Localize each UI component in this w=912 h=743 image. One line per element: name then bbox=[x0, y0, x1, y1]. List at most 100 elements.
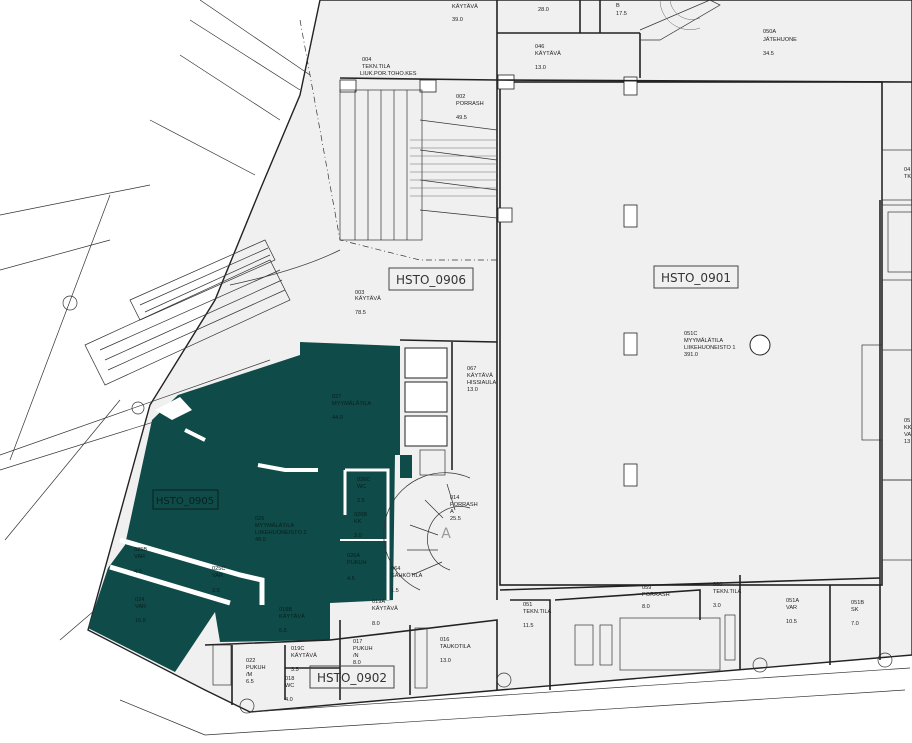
room-number: 05 bbox=[904, 418, 910, 424]
room-area: 13.0 bbox=[467, 387, 478, 393]
room-number: 046 bbox=[535, 44, 544, 50]
room-area: 3.0 bbox=[713, 603, 721, 609]
room-area: 10.5 bbox=[786, 619, 797, 625]
shaft bbox=[419, 449, 446, 476]
room-area: 44.0 bbox=[332, 415, 343, 421]
room-area: 6.5 bbox=[246, 679, 254, 685]
highlighted-unit-hsto-0905[interactable] bbox=[88, 342, 412, 672]
room-labels: KÄYTÄVÄ 39.0 28.0 B 17.5 050A JÄTEHUONE … bbox=[246, 3, 912, 703]
room-area: 8.0 bbox=[642, 604, 650, 610]
zone-tag-hsto-0905[interactable]: HSTO_0905 bbox=[152, 489, 219, 510]
room-area: 13.0 bbox=[535, 65, 546, 71]
room-area: 11.5 bbox=[523, 623, 533, 629]
room-name: B bbox=[616, 3, 620, 9]
left-stairs[interactable] bbox=[84, 239, 291, 386]
room-area: 3.5 bbox=[212, 588, 220, 594]
zone-tag-hsto-0902[interactable]: HSTO_0902 bbox=[309, 665, 395, 689]
escalators[interactable] bbox=[339, 89, 498, 241]
room-area: 6.5 bbox=[279, 628, 287, 634]
room-name: /N bbox=[353, 653, 359, 659]
room-area: 3.5 bbox=[291, 667, 299, 673]
room-number: 04 bbox=[904, 167, 910, 173]
room-name: VAR bbox=[134, 554, 145, 560]
room-number: 026A bbox=[347, 553, 360, 559]
room-number: 067 bbox=[467, 366, 476, 372]
room-name: MYYMÄLÄTILA bbox=[684, 337, 723, 344]
room-name: PUKUH bbox=[246, 665, 266, 671]
room-number: 051A bbox=[786, 598, 799, 604]
escalator-treads bbox=[410, 139, 497, 197]
room-area: 17.5 bbox=[616, 11, 627, 17]
room-area: 391.0 bbox=[684, 352, 698, 358]
room-name: KÄYTÄVÄ bbox=[355, 295, 381, 302]
zone-label: HSTO_0901 bbox=[661, 271, 731, 285]
room-area: 16.5 bbox=[135, 618, 146, 624]
room-name: MYYMÄLÄTILA bbox=[255, 522, 294, 529]
room-name: WC bbox=[357, 484, 366, 490]
room-number: 050A bbox=[763, 29, 776, 35]
room-name: KÄYTÄVÄ bbox=[452, 3, 478, 10]
room-area: 8.0 bbox=[372, 621, 380, 627]
room-area: 25.5 bbox=[450, 516, 461, 522]
elevators[interactable] bbox=[404, 347, 448, 447]
room-number: 002 bbox=[456, 94, 465, 100]
bottom-fixtures bbox=[212, 614, 736, 689]
room-area: 4.0 bbox=[285, 697, 293, 703]
room-number: 019B bbox=[279, 607, 292, 613]
room-051c-outline bbox=[499, 81, 883, 586]
room-name: JÄTEHUONE bbox=[763, 36, 797, 43]
room-name: KÄYTÄVÄ bbox=[279, 613, 305, 620]
walls-bottom bbox=[204, 589, 701, 705]
room-area: 8.0 bbox=[353, 660, 361, 666]
room-name: KK bbox=[354, 519, 362, 525]
room-name: HISSIAULA bbox=[467, 380, 496, 386]
spiral-stair-a[interactable] bbox=[383, 472, 471, 591]
round-column bbox=[749, 334, 771, 356]
teal-room-labels: 027 MYYMÄLÄTILA 44.0 026 MYYMÄLÄTILA LII… bbox=[134, 394, 371, 634]
room-number: 018 bbox=[285, 676, 294, 682]
room-name: /M bbox=[246, 672, 253, 678]
room-name: TAUKOTILA bbox=[440, 644, 471, 650]
room-name: VA bbox=[904, 432, 911, 438]
room-area: 78.5 bbox=[355, 310, 366, 316]
room-name: VAR bbox=[135, 604, 146, 610]
zone-tag-hsto-0901[interactable]: HSTO_0901 bbox=[653, 265, 739, 289]
corridor-dash bbox=[299, 19, 497, 261]
room-name: TEKN.TILA bbox=[523, 609, 552, 615]
room-area: 3.0 bbox=[354, 533, 362, 539]
room-number: 025C bbox=[212, 566, 225, 572]
zone-tag-hsto-0906[interactable]: HSTO_0906 bbox=[388, 267, 474, 291]
room-number: 016 bbox=[440, 637, 449, 643]
room-number: 027 bbox=[332, 394, 341, 400]
room-number: 026B bbox=[354, 512, 367, 518]
zone-label: HSTO_0906 bbox=[396, 273, 466, 287]
room-area: 4.0 bbox=[134, 569, 142, 575]
zone-label: HSTO_0905 bbox=[156, 496, 214, 507]
room-area: 39.0 bbox=[452, 17, 463, 23]
room-area: 7.0 bbox=[851, 621, 859, 627]
room-name: TEKN.TILA bbox=[362, 64, 391, 70]
room-number: 060 bbox=[713, 582, 722, 588]
room-name: TK bbox=[904, 174, 911, 180]
room-number: 022 bbox=[246, 658, 255, 664]
walls-top bbox=[339, 0, 912, 670]
room-area: 2.5 bbox=[357, 498, 365, 504]
room-number: 051 bbox=[523, 602, 532, 608]
stair-letter: A bbox=[441, 526, 451, 542]
room-name: TEKN.TILA bbox=[713, 589, 742, 595]
room-name: MYYMÄLÄTILA bbox=[332, 400, 371, 407]
room-name: VAR bbox=[212, 573, 223, 579]
room-number: 026 bbox=[255, 516, 264, 522]
room-number: 019C bbox=[291, 646, 304, 652]
room-name: KÄYTÄVÄ bbox=[535, 50, 561, 57]
room-name: LIUK.POR.TOHO.KES bbox=[360, 71, 417, 77]
columns bbox=[339, 74, 638, 487]
room-name: PORRASH bbox=[642, 592, 670, 598]
room-name: PORRASH bbox=[456, 101, 484, 107]
room-number: 004 bbox=[362, 57, 371, 63]
room-number: 026C bbox=[357, 477, 370, 483]
room-number: 051B bbox=[851, 600, 864, 606]
zone-label: HSTO_0902 bbox=[317, 671, 387, 685]
room-name: A bbox=[450, 509, 454, 515]
